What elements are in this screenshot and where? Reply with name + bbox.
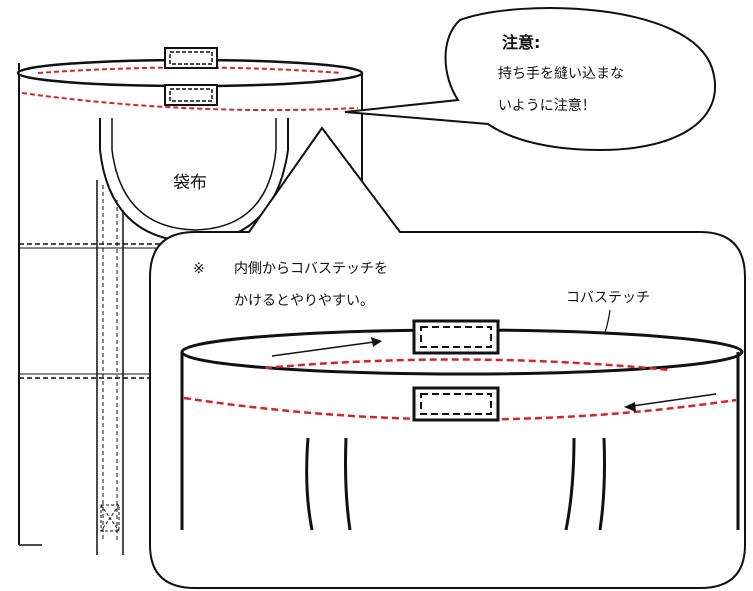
arrow-right-icon — [271, 337, 382, 357]
bag-illustration: 袋布 — [16, 47, 364, 555]
zoom-stitch-inner — [264, 358, 671, 372]
note-line-1: 内側からコバステッチを — [234, 261, 388, 277]
bag-cloth-label: 袋布 — [173, 173, 207, 193]
note-mark: ※ — [193, 261, 205, 277]
caution-line-2: いように注意！ — [498, 97, 596, 114]
zoom-handle-tab-front — [412, 386, 500, 422]
rim-stitch-outer — [21, 92, 359, 112]
handle-tab-top — [164, 47, 218, 69]
zoom-handle-tab-top — [412, 319, 500, 355]
bag-cloth-inner — [111, 118, 277, 231]
caution-title: 注意: — [502, 33, 540, 52]
note-line-2: かけるとやりやすい。 — [234, 293, 374, 309]
caution-callout: 注意: 持ち手を縫い込まな いように注意！ — [344, 7, 717, 152]
caution-line-1: 持ち手を縫い込まな — [498, 66, 624, 82]
handle-tab-front — [164, 84, 218, 106]
zoom-callout: ※ 内側からコバステッチを かけるとやりやすい。 コバステッチ — [149, 126, 746, 589]
stitch-label: コバステッチ — [566, 290, 650, 306]
arrow-left-icon — [624, 393, 717, 412]
